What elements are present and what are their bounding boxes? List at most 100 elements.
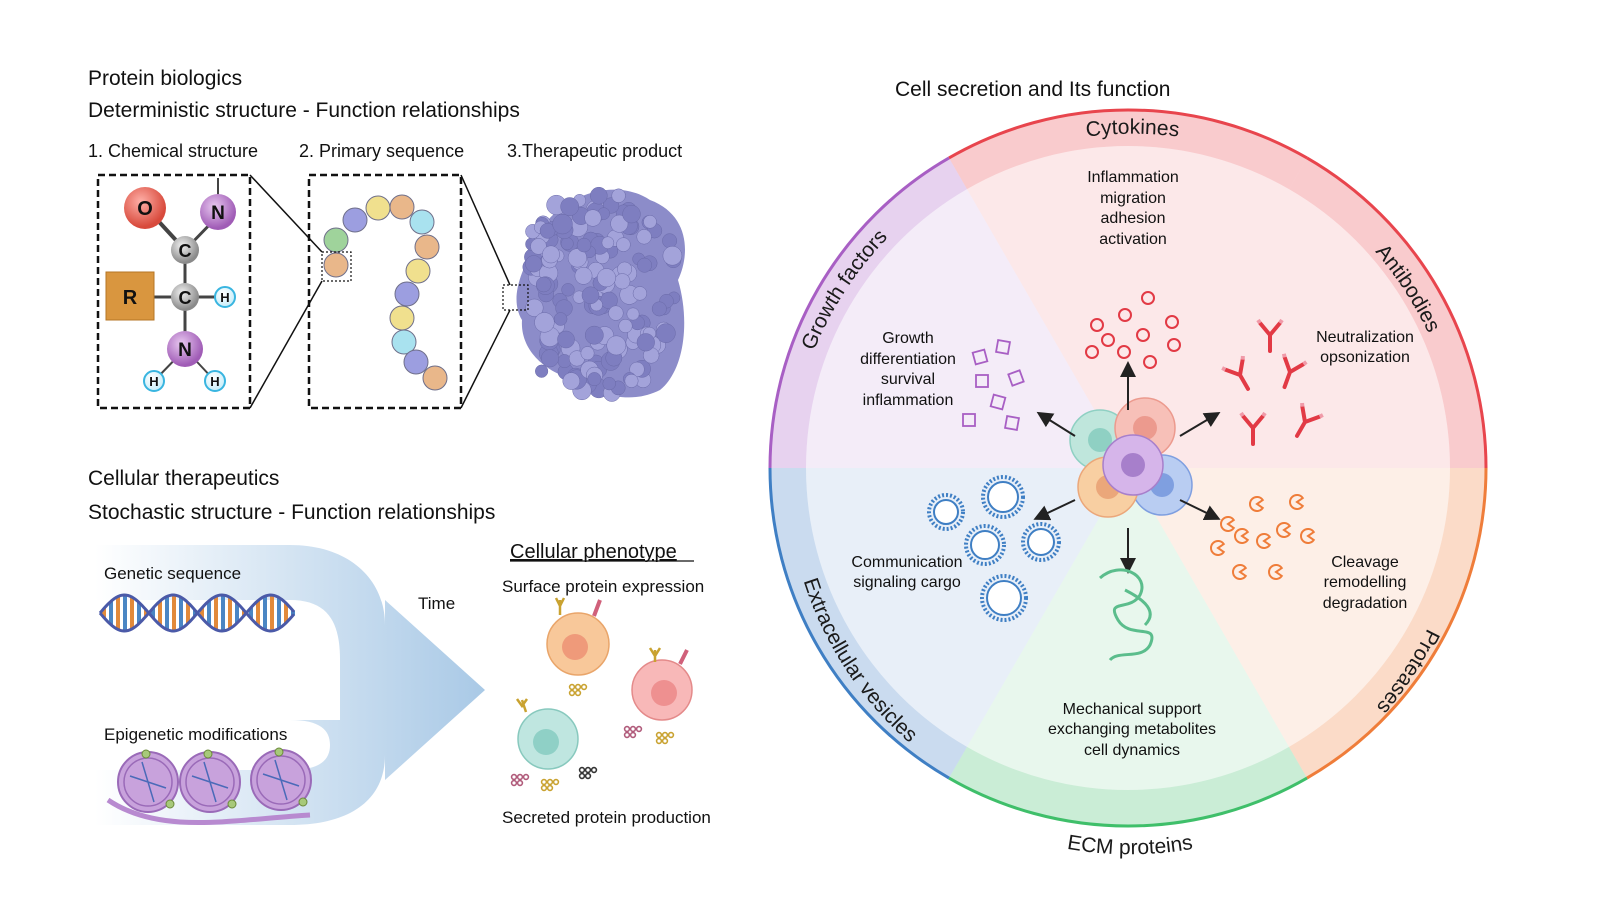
protease-particle (1220, 516, 1236, 532)
arrow-inner-notch (95, 660, 340, 720)
protein-title: Protein biologics (88, 67, 242, 90)
proteases-function-1: Cleavage (1331, 554, 1399, 571)
ring-outline-cytokines (948, 108, 1308, 160)
secreted-protein (629, 725, 637, 733)
antibody (1281, 353, 1308, 390)
surface-atom (562, 372, 581, 390)
ring-outline-growth (768, 156, 950, 469)
antibodies-functions: Neutralization opsonization (1316, 329, 1414, 366)
oxygen-atom (124, 187, 166, 229)
surface-atom (560, 197, 580, 216)
surface-protein-label: Surface protein expression (502, 577, 704, 596)
amino-acid-bead-chain (323, 194, 448, 391)
growth-factor-particle (989, 393, 1007, 411)
protease-particle (1289, 494, 1305, 510)
amino-acid-bead (409, 209, 435, 235)
secreted-protein (655, 731, 663, 739)
ring-band-antibodies (1289, 157, 1486, 469)
secreted-protein (568, 683, 576, 691)
phenotype-cells (510, 597, 693, 792)
zoom-connector-top (249, 174, 323, 253)
growth-factor-particle (995, 339, 1011, 355)
ring-band-ecm (949, 746, 1307, 826)
carbon-atom-alpha (171, 283, 199, 311)
surface-atom (662, 245, 683, 266)
hydrogen-atom-bottom (204, 370, 226, 392)
secreted-protein (584, 766, 592, 774)
ecm-functions: Mechanical support exchanging metabolite… (1048, 701, 1216, 759)
cellular-subtitle: Stochastic structure - Function relation… (88, 501, 495, 524)
amino-acid-bead (414, 234, 440, 260)
growth-factor-particle (962, 413, 976, 427)
surface-atom (606, 335, 627, 356)
extracellular-vesicle (964, 524, 1006, 566)
hydrogen-label-right: H (220, 290, 229, 305)
secreted-protein (546, 778, 554, 786)
ring-outline-antibodies (1306, 156, 1488, 469)
sector-proteases (1128, 468, 1450, 747)
ecm-fiber (1098, 568, 1154, 662)
surface-atom (535, 364, 549, 378)
surface-atom (525, 255, 543, 273)
antibody (1256, 318, 1284, 353)
secreted-protein (516, 779, 524, 787)
secretion-wheel (768, 108, 1488, 828)
protease-particle (1232, 564, 1248, 580)
growth-function-3: survival (881, 371, 935, 388)
surface-atom (542, 245, 560, 264)
surface-atom (525, 298, 544, 317)
vesicles-functions: Communication signaling cargo (851, 554, 962, 591)
surface-atom (584, 325, 604, 345)
ring-band-proteases (1289, 468, 1486, 779)
secreted-protein (635, 725, 643, 733)
zoom-connector-bottom (249, 280, 323, 409)
antibody (1295, 402, 1324, 438)
secreted-protein (522, 773, 530, 781)
sector-cytokines (967, 145, 1289, 468)
secreted-protein (584, 772, 592, 780)
carbon-label-top: C (179, 241, 192, 261)
surface-atom (590, 186, 608, 205)
surface-atom (576, 237, 592, 253)
ring-band-growth (770, 157, 967, 469)
surface-atom (610, 214, 629, 233)
secreted-protein (578, 766, 586, 774)
surface-atom (580, 346, 595, 361)
antibodies-function-2: opsonization (1320, 349, 1410, 366)
nitrogen-label-bottom: N (178, 340, 192, 361)
surface-atom (662, 233, 678, 249)
hydrogen-atom-right (214, 286, 236, 308)
surface-atom (632, 286, 648, 301)
cellular-phenotype-title: Cellular phenotype (510, 541, 677, 563)
growth-factor-particle (975, 374, 989, 388)
secreted-protein (623, 725, 631, 733)
zoom-connector-bottom-2 (460, 309, 511, 409)
protease-particle (1256, 533, 1272, 549)
secreted-protein (590, 766, 598, 774)
surface-atom (643, 215, 657, 229)
secreted-protein (667, 731, 675, 739)
surface-atom (637, 257, 652, 273)
secreted-protein (661, 731, 669, 739)
secreted-protein (540, 784, 548, 792)
cytokine-particle (1136, 328, 1150, 342)
genetic-sequence-label: Genetic sequence (104, 564, 241, 583)
surface-atom (534, 312, 555, 333)
growth-function-2: differentiation (860, 351, 956, 368)
secreted-protein (623, 731, 631, 739)
surface-atom (602, 376, 616, 391)
chemical-structure-diagram: O N C R C H N H H (96, 173, 252, 410)
surface-atom (560, 237, 574, 251)
secreted-protein-label: Secreted protein production (502, 808, 711, 827)
step-primary-sequence: 2. Primary sequence (299, 141, 464, 161)
vesicles-function-2: signaling cargo (853, 574, 961, 591)
cell-pink-nucleus (651, 680, 677, 706)
primary-sequence-diagram (307, 173, 463, 410)
protease-particle (1276, 522, 1292, 538)
nitrogen-atom-bottom (167, 331, 203, 367)
therapeutic-protein-blob (502, 186, 685, 402)
step-chemical-structure: 1. Chemical structure (88, 141, 258, 161)
ring-outline-vesicles (768, 467, 950, 780)
secreted-protein (568, 689, 576, 697)
